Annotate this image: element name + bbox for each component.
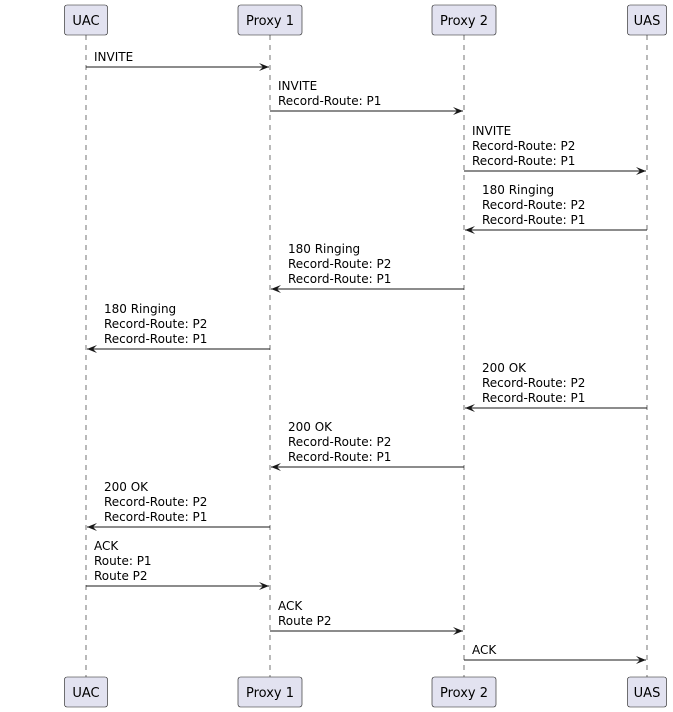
message-label-line: Record-Route: P1 bbox=[288, 450, 391, 464]
message-label-line: Route P2 bbox=[94, 569, 148, 583]
message-label-line: Record-Route: P1 bbox=[482, 391, 585, 405]
message-label-line: Record-Route: P2 bbox=[288, 257, 391, 271]
message-label-line: 180 Ringing bbox=[288, 242, 360, 256]
message-label-line: Record-Route: P1 bbox=[288, 272, 391, 286]
message-label-line: Record-Route: P2 bbox=[482, 198, 585, 212]
participant-label: UAC bbox=[72, 14, 99, 29]
participant-label: UAC bbox=[72, 686, 99, 701]
participant-label: UAS bbox=[634, 686, 661, 701]
message-arrowhead bbox=[87, 523, 97, 531]
participant-box bbox=[64, 4, 108, 36]
participant-label: Proxy 1 bbox=[246, 686, 294, 701]
participant-box bbox=[431, 676, 497, 708]
participant-label: Proxy 1 bbox=[246, 14, 294, 29]
participant-uas-bottom: UAS bbox=[627, 676, 667, 708]
message-label-line: Record-Route: P2 bbox=[288, 435, 391, 449]
participant-uac-top: UAC bbox=[64, 4, 108, 36]
message-arrowhead bbox=[259, 63, 269, 71]
message-label-line: 200 OK bbox=[104, 480, 149, 494]
message-label-line: Record-Route: P2 bbox=[482, 376, 585, 390]
message-label-line: Record-Route: P2 bbox=[104, 317, 207, 331]
message-label-line: INVITE bbox=[278, 79, 317, 93]
message-1: INVITE bbox=[86, 50, 269, 71]
participant-proxy1-top: Proxy 1 bbox=[237, 4, 303, 36]
participant-box bbox=[627, 676, 667, 708]
participant-box bbox=[627, 4, 667, 36]
participant-box bbox=[431, 4, 497, 36]
message-label-line: ACK bbox=[94, 539, 119, 553]
participant-label: UAS bbox=[634, 14, 661, 29]
message-label-line: ACK bbox=[472, 643, 497, 657]
message-arrowhead bbox=[87, 345, 97, 353]
message-label-line: 180 Ringing bbox=[104, 302, 176, 316]
message-arrowhead bbox=[465, 404, 475, 412]
message-label-line: Record-Route: P1 bbox=[104, 510, 207, 524]
message-label-line: Record-Route: P1 bbox=[472, 154, 575, 168]
message-label-line: Record-Route: P1 bbox=[278, 94, 381, 108]
message-arrowhead bbox=[453, 107, 463, 115]
message-label-line: 180 Ringing bbox=[482, 183, 554, 197]
participant-label: Proxy 2 bbox=[440, 686, 488, 701]
message-label-line: ACK bbox=[278, 599, 303, 613]
participant-box bbox=[237, 4, 303, 36]
message-label-line: 200 OK bbox=[482, 361, 527, 375]
participant-proxy2-bottom: Proxy 2 bbox=[431, 676, 497, 708]
message-arrowhead bbox=[636, 167, 646, 175]
message-label-line: Record-Route: P2 bbox=[472, 139, 575, 153]
message-label-line: 200 OK bbox=[288, 420, 333, 434]
message-arrowhead bbox=[271, 285, 281, 293]
participant-uac-bottom: UAC bbox=[64, 676, 108, 708]
message-arrowhead bbox=[259, 582, 269, 590]
participant-proxy1-bottom: Proxy 1 bbox=[237, 676, 303, 708]
message-label-line: INVITE bbox=[472, 124, 511, 138]
message-label-line: Route P2 bbox=[278, 614, 332, 628]
message-label-line: Record-Route: P1 bbox=[482, 213, 585, 227]
message-label-line: Record-Route: P2 bbox=[104, 495, 207, 509]
message-arrowhead bbox=[271, 463, 281, 471]
message-arrowhead bbox=[453, 627, 463, 635]
message-arrowhead bbox=[465, 226, 475, 234]
message-12: ACK bbox=[464, 643, 646, 664]
participant-box bbox=[64, 676, 108, 708]
message-arrowhead bbox=[636, 656, 646, 664]
message-label-line: Record-Route: P1 bbox=[104, 332, 207, 346]
message-label-line: Route: P1 bbox=[94, 554, 152, 568]
participant-proxy2-top: Proxy 2 bbox=[431, 4, 497, 36]
participant-box bbox=[237, 676, 303, 708]
message-label-line: INVITE bbox=[94, 50, 133, 64]
participant-uas-top: UAS bbox=[627, 4, 667, 36]
participant-label: Proxy 2 bbox=[440, 14, 488, 29]
